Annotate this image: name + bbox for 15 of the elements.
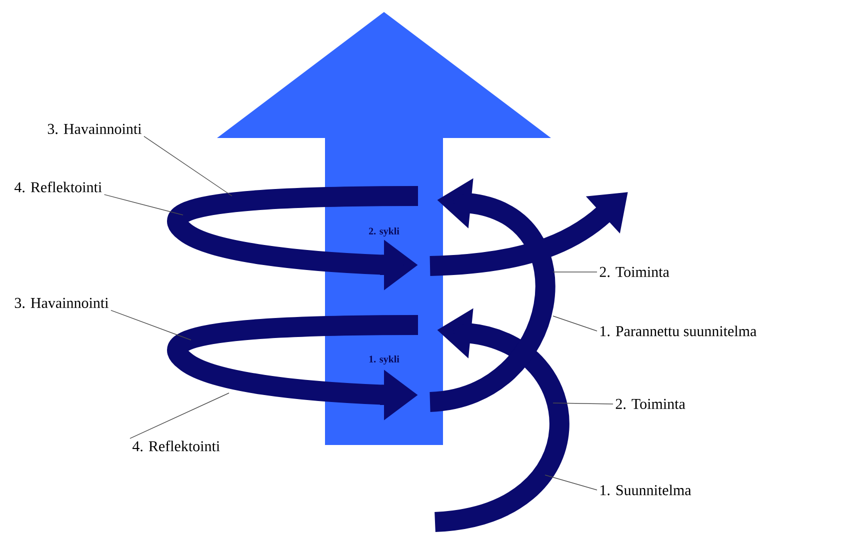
leader-line [552,316,598,332]
step-label: 3. Havainnointi [14,298,108,308]
step-label: 1. Suunnitelma [600,484,692,496]
step-label: 2. Toiminta [600,266,670,278]
step-label: 1. Parannettu suunnitelma [600,326,756,336]
leader-line [110,310,192,340]
leader-line [104,194,184,216]
step-label: 4. Reflektointi [14,182,102,192]
leader-line [552,402,614,404]
step-label: 4. Reflektointi [132,440,220,452]
step-label: 3. Havainnointi [48,124,142,134]
step-label: 2. Toiminta [616,398,686,410]
leader-line [130,392,230,439]
leader-line [144,136,232,196]
leader-line [544,474,598,490]
